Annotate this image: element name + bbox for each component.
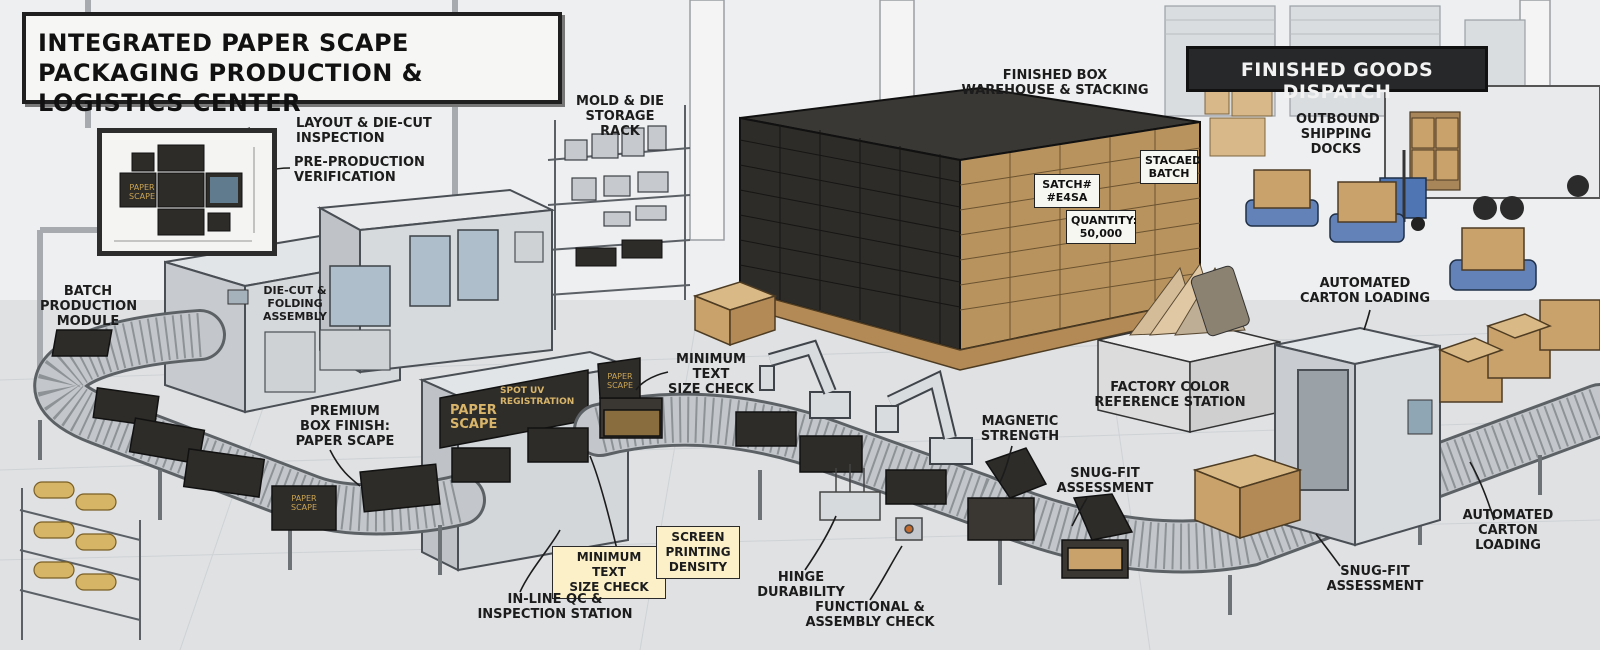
qc-logo: Paper Scape [450, 403, 498, 432]
label-pre-production: Pre-Production Verification [294, 155, 425, 185]
color-fan-icon [1097, 262, 1281, 433]
robot-arm-icon [759, 339, 973, 465]
title-panel: Integrated Paper Scape Packaging Product… [22, 12, 562, 117]
agv-cart-icon [1245, 169, 1537, 291]
dieline-drawing [114, 144, 255, 242]
label-layout-inspection: Layout & Die-Cut Inspection [296, 116, 432, 146]
label-magnetic: Magnetic Strength [980, 414, 1060, 444]
dispatch-sign: Finished Goods Dispatch [1186, 46, 1488, 103]
mold-rack [547, 105, 691, 330]
paper-roll-icon [19, 481, 141, 640]
open-box-icons [597, 357, 1134, 579]
batch-code-sticker: Satch# #E4SA [1034, 174, 1100, 208]
dispatch-sign-text: Finished Goods Dispatch [1240, 59, 1434, 103]
label-carton-loading-top: Automated Carton Loading [1299, 276, 1431, 306]
open-box-print: Paper Scape [606, 372, 633, 390]
label-premium-finish: Premium Box Finish: Paper Scape [295, 404, 395, 449]
label-screen-density: Screen Printing Density [656, 526, 740, 579]
label-snug-fit-top: Snug-Fit Assessment [1056, 466, 1154, 496]
label-min-text-bottom: Minimum Text Size Check [552, 546, 666, 599]
quantity-sticker: Quantity: 50,000 [1066, 210, 1137, 244]
label-mold-rack: Mold & Die Storage Rack [576, 94, 664, 139]
page-title: Integrated Paper Scape Packaging Product… [38, 29, 424, 117]
label-die-cut: Die-Cut & Folding Assembly [263, 284, 327, 323]
dieline-monitor: Paper Scape [97, 128, 277, 256]
label-inline-qc: In-Line QC & Inspection Station [477, 592, 633, 622]
qc-panel-text: Spot UV Registration [500, 386, 575, 407]
label-carton-loading-right: Automated Carton Loading [1462, 508, 1554, 553]
label-shipping-docks: Outbound Shipping Docks [1296, 112, 1380, 157]
monitor-box-text: Paper Scape [128, 183, 155, 201]
label-hinge: Hinge Durability [757, 570, 845, 600]
conveyor-box-print: Paper Scape [290, 494, 317, 512]
label-min-text-top: Minimum Text Size Check [668, 352, 754, 397]
label-snug-fit-bottom: Snug-Fit Assessment [1326, 564, 1424, 594]
stacked-batch-sticker: Stacaed Batch [1140, 150, 1201, 184]
label-warehouse: Finished Box Warehouse & Stacking [961, 68, 1149, 98]
label-functional: Functional & Assembly Check [805, 600, 935, 630]
label-color-station: Factory Color Reference Station [1094, 380, 1246, 410]
label-batch-module: Batch Production Module [40, 284, 138, 329]
